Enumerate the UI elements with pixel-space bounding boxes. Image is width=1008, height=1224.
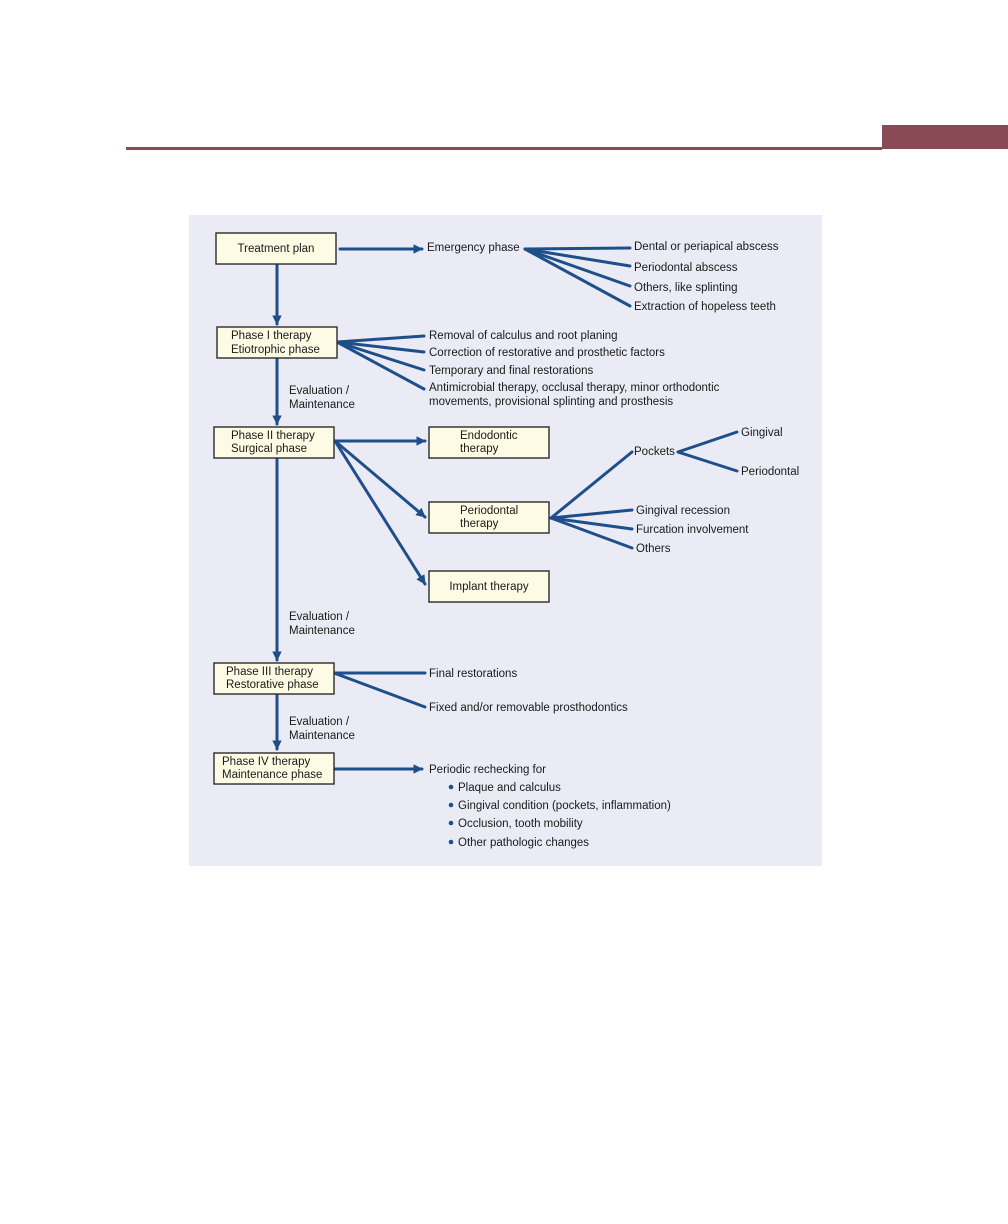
phase3-subtitle: Restorative phase <box>226 679 319 691</box>
line-periodontal-item-1 <box>549 508 634 520</box>
periodontal-items: Gingival recession Furcation involvement… <box>636 505 749 555</box>
line-phase1-item-4 <box>335 340 426 391</box>
phase2-title: Phase II therapy <box>231 430 315 442</box>
rechecking-label: Periodic rechecking for <box>429 764 546 776</box>
pockets-item: Gingival <box>741 427 783 439</box>
phase3-item: Final restorations <box>429 668 517 680</box>
periodontal-item: Furcation involvement <box>636 524 749 536</box>
arrow-phase2-to-periodontal <box>333 439 427 519</box>
implant-label: Implant therapy <box>449 581 529 593</box>
bullet-dot <box>448 820 454 826</box>
line-pockets-item-2 <box>676 450 739 473</box>
phase3-items: Final restorations Fixed and/or removabl… <box>429 668 628 714</box>
pockets-group: Pockets Gingival Periodontal <box>634 427 799 478</box>
phase3-box: Phase III therapy Restorative phase <box>213 662 335 695</box>
phase1-item: Correction of restorative and prosthetic… <box>429 347 665 359</box>
arrow-phase2-to-implant <box>333 439 427 586</box>
line-emergency-item-1 <box>523 246 632 251</box>
line-emergency-item-3 <box>523 247 632 288</box>
emergency-item: Periodontal abscess <box>634 262 738 274</box>
phase4-rechecking: Periodic rechecking for Plaque and calcu… <box>429 764 671 849</box>
treatment-plan-label: Treatment plan <box>238 243 315 255</box>
phase1-items: Removal of calculus and root planing Cor… <box>429 330 720 408</box>
emergency-group: Emergency phase Dental or periapical abs… <box>427 241 779 313</box>
implant-therapy-box: Implant therapy <box>428 570 550 603</box>
bullet-dot <box>448 839 454 845</box>
line-phase1-item-2 <box>335 340 426 354</box>
evaluation-text: Evaluation / <box>289 716 350 728</box>
line-phase3-item-2 <box>332 671 427 709</box>
line-phase1-item-1 <box>335 334 426 344</box>
periodontal-subtitle: therapy <box>460 518 499 530</box>
maintenance-text: Maintenance <box>289 730 355 742</box>
bullet-dot <box>448 784 454 790</box>
phase1-item: Temporary and final restorations <box>429 365 594 377</box>
phase1-subtitle: Etiotrophic phase <box>231 344 320 356</box>
line-emergency-item-4 <box>523 247 632 308</box>
rechecking-bullet: Other pathologic changes <box>458 837 589 849</box>
rechecking-bullet: Plaque and calculus <box>458 782 561 794</box>
line-periodontal-item-3 <box>549 516 634 550</box>
phase4-box: Phase IV therapy Maintenance phase <box>213 752 335 785</box>
pockets-item: Periodontal <box>741 466 799 478</box>
evaluation-text: Evaluation / <box>289 611 350 623</box>
bullet-dot <box>448 802 454 808</box>
periodontal-therapy-box: Periodontal therapy <box>428 501 550 534</box>
evaluation-label-1: Evaluation / Maintenance <box>289 385 355 411</box>
evaluation-label-2: Evaluation / Maintenance <box>289 611 355 637</box>
line-pockets-item-1 <box>676 430 739 454</box>
periodontal-item: Others <box>636 543 671 555</box>
header-page-tab <box>882 125 1008 149</box>
pockets-label: Pockets <box>634 446 675 458</box>
phase1-item: Removal of calculus and root planing <box>429 330 618 342</box>
phase1-title: Phase I therapy <box>231 330 312 342</box>
emergency-item: Others, like splinting <box>634 282 738 294</box>
emergency-item: Dental or periapical abscess <box>634 241 779 253</box>
phase1-item: Antimicrobial therapy, occlusal therapy,… <box>429 382 720 394</box>
phase2-box: Phase II therapy Surgical phase <box>213 426 335 459</box>
line-periodontal-item-2 <box>549 516 634 531</box>
rechecking-bullet: Occlusion, tooth mobility <box>458 818 583 830</box>
evaluation-text: Evaluation / <box>289 385 350 397</box>
evaluation-label-3: Evaluation / Maintenance <box>289 716 355 742</box>
endodontic-title: Endodontic <box>460 430 518 442</box>
line-phase1-item-3 <box>335 340 426 372</box>
phase1-box: Phase I therapy Etiotrophic phase <box>216 326 338 359</box>
phase4-title: Phase IV therapy <box>222 756 310 768</box>
phase1-item: movements, provisional splinting and pro… <box>429 396 673 408</box>
periodontal-title: Periodontal <box>460 505 518 517</box>
line-emergency-item-2 <box>523 247 632 268</box>
maintenance-text: Maintenance <box>289 625 355 637</box>
emergency-item: Extraction of hopeless teeth <box>634 301 776 313</box>
emergency-label: Emergency phase <box>427 242 520 254</box>
phase3-title: Phase III therapy <box>226 666 313 678</box>
maintenance-text: Maintenance <box>289 399 355 411</box>
line-periodontal-to-pockets <box>549 450 634 520</box>
phase3-item: Fixed and/or removable prosthodontics <box>429 702 628 714</box>
periodontal-item: Gingival recession <box>636 505 730 517</box>
endodontic-subtitle: therapy <box>460 443 499 455</box>
header-rule-line <box>126 147 882 150</box>
treatment-plan-box: Treatment plan <box>215 232 337 265</box>
phase4-subtitle: Maintenance phase <box>222 769 322 781</box>
phase2-subtitle: Surgical phase <box>231 443 307 455</box>
rechecking-bullet: Gingival condition (pockets, inflammatio… <box>458 800 671 812</box>
connectors <box>272 244 739 774</box>
endodontic-therapy-box: Endodontic therapy <box>428 426 550 459</box>
